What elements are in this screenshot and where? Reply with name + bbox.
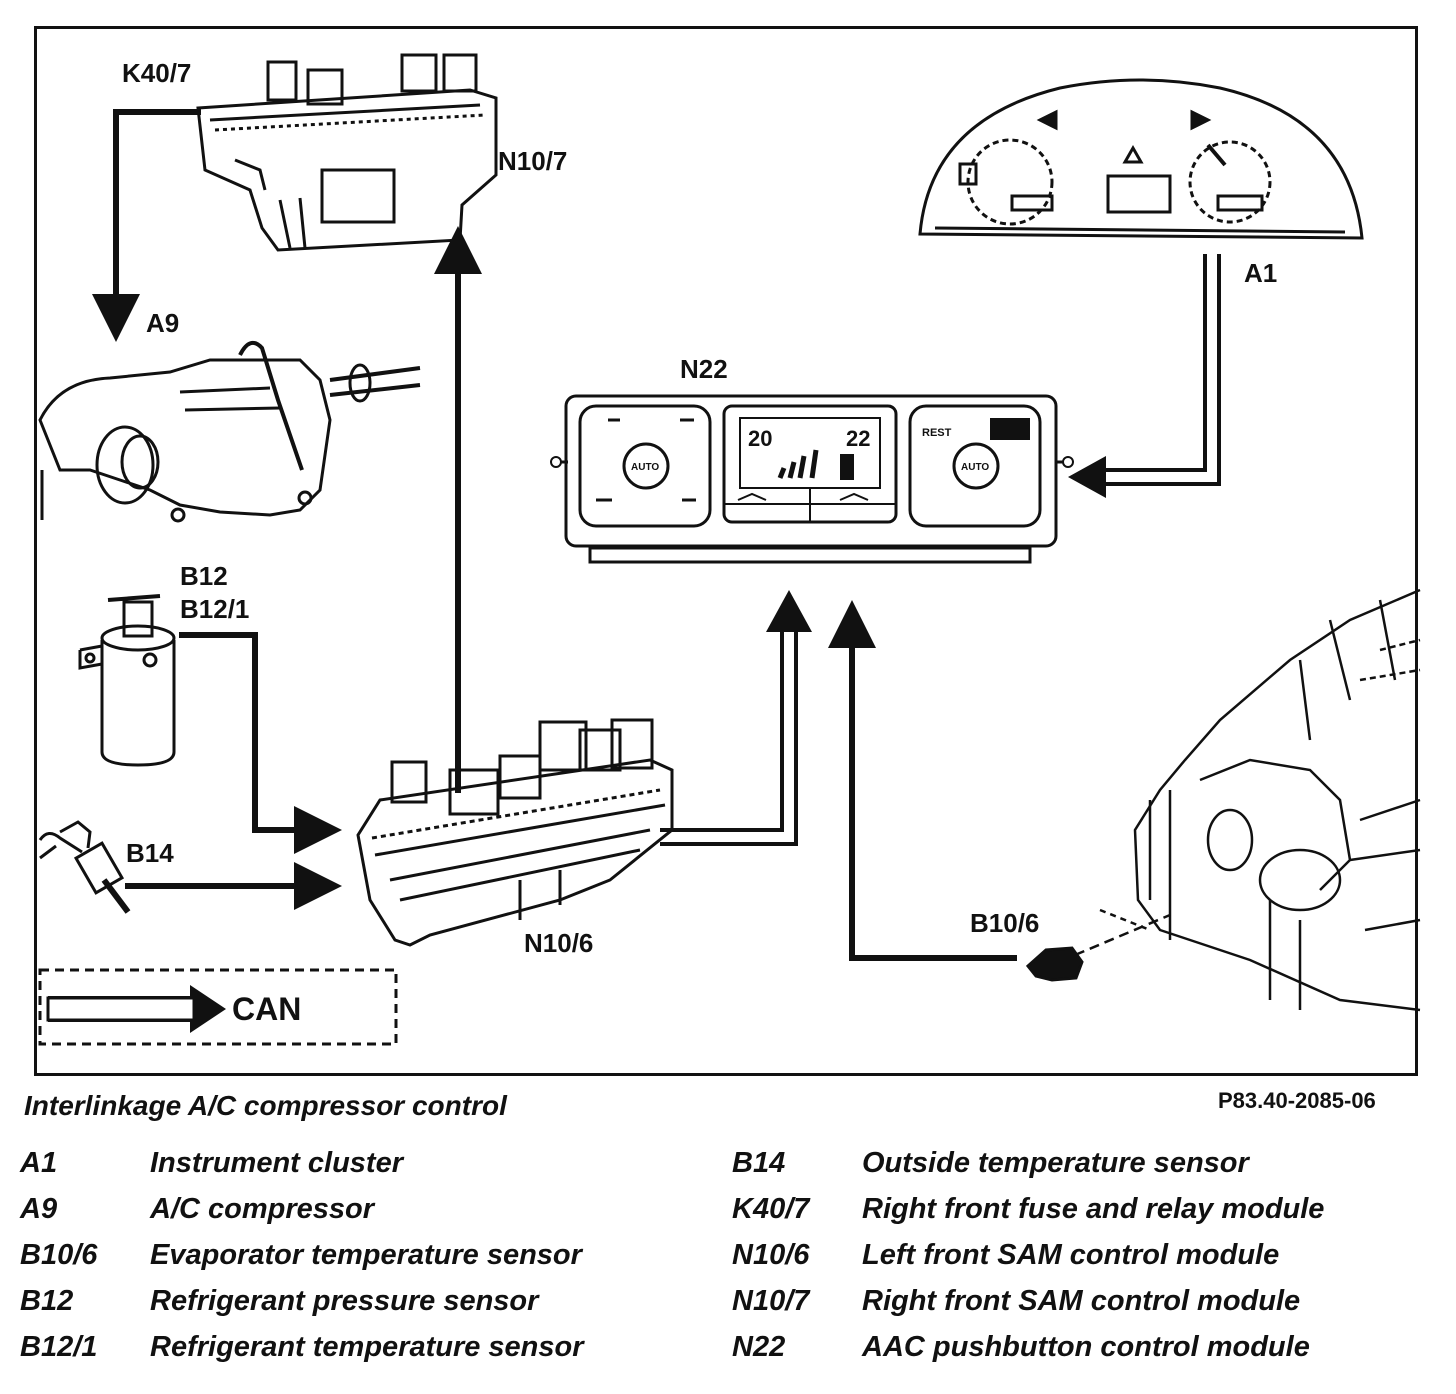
n22-auto-right: AUTO bbox=[961, 462, 989, 473]
label-b12: B12 bbox=[180, 561, 228, 591]
legend-desc: Refrigerant temperature sensor bbox=[150, 1330, 584, 1363]
legend-row: A9 A/C compressor bbox=[20, 1186, 584, 1232]
can-label: CAN bbox=[232, 991, 301, 1027]
figure-code: P83.40-2085-06 bbox=[1218, 1088, 1376, 1113]
can-a1-to-n22 bbox=[1105, 254, 1221, 486]
label-a1: A1 bbox=[1244, 258, 1277, 288]
caption-title: Interlinkage A/C compressor control bbox=[24, 1090, 507, 1121]
arrow-b12-to-n10-6 bbox=[179, 632, 342, 854]
legend-desc: Refrigerant pressure sensor bbox=[150, 1284, 539, 1317]
signal-lines bbox=[92, 109, 1017, 961]
legend-left: A1 Instrument cluster A9 A/C compressor B1… bbox=[20, 1140, 584, 1370]
legend-code: N10/6 bbox=[732, 1238, 810, 1271]
label-b10-6: B10/6 bbox=[970, 908, 1039, 938]
b10-6-sensor-illustration bbox=[1025, 946, 1084, 982]
legend-row: A1 Instrument cluster bbox=[20, 1140, 584, 1186]
n22-control-panel-illustration bbox=[550, 394, 1074, 564]
legend-code: N22 bbox=[732, 1330, 786, 1363]
can-n10-6-to-n22 bbox=[660, 630, 798, 846]
diagram-frame bbox=[34, 26, 1418, 1076]
diagram-canvas: CAN 20 22 AUTO AUTO REST K40/7 N10/7 A1 … bbox=[38, 53, 1421, 1046]
legend-row: B14 Outside temperature sensor bbox=[732, 1140, 1324, 1186]
n22-rest: REST bbox=[922, 427, 952, 439]
label-n10-7: N10/7 bbox=[498, 146, 567, 176]
legend-desc: Right front SAM control module bbox=[862, 1284, 1301, 1317]
arrow-b10-6-to-n22 bbox=[828, 600, 1017, 961]
label-b12-1: B12/1 bbox=[180, 594, 249, 624]
legend-row: K40/7 Right front fuse and relay module bbox=[732, 1186, 1324, 1232]
legend-code: A9 bbox=[20, 1192, 58, 1225]
n22-right-temp: 22 bbox=[846, 426, 870, 451]
a9-compressor-illustration bbox=[38, 340, 421, 523]
a1-instrument-cluster-illustration bbox=[918, 78, 1364, 240]
label-b14: B14 bbox=[126, 838, 174, 868]
legend-row: N10/7 Right front SAM control module bbox=[732, 1278, 1324, 1324]
n22-left-temp: 20 bbox=[748, 426, 772, 451]
legend-row: N22 AAC pushbutton control module bbox=[732, 1324, 1324, 1370]
b14-sensor-illustration bbox=[38, 820, 131, 914]
label-a9: A9 bbox=[146, 308, 179, 338]
legend-row: B12 Refrigerant pressure sensor bbox=[20, 1278, 584, 1324]
legend-row: B12/1 Refrigerant temperature sensor bbox=[20, 1324, 584, 1370]
b12-sensor-illustration bbox=[78, 594, 176, 767]
arrow-k40-7-to-a9 bbox=[92, 109, 201, 342]
legend-row: N10/6 Left front SAM control module bbox=[732, 1232, 1324, 1278]
legend-row: B10/6 Evaporator temperature sensor bbox=[20, 1232, 584, 1278]
legend-code: B12/1 bbox=[20, 1330, 98, 1363]
legend-desc: Left front SAM control module bbox=[862, 1238, 1280, 1271]
n10-7-module-illustration bbox=[196, 53, 498, 252]
legend-desc: Right front fuse and relay module bbox=[862, 1192, 1325, 1225]
can-legend-box: CAN bbox=[38, 968, 398, 1046]
label-n22: N22 bbox=[680, 354, 728, 384]
label-k40-7: K40/7 bbox=[122, 58, 191, 88]
legend-desc: Instrument cluster bbox=[150, 1146, 403, 1179]
legend-code: B10/6 bbox=[20, 1238, 98, 1271]
legend-code: B12 bbox=[20, 1284, 74, 1317]
can-lines bbox=[660, 254, 1221, 846]
label-n10-6: N10/6 bbox=[524, 928, 593, 958]
legend-code: N10/7 bbox=[732, 1284, 810, 1317]
legend-code: K40/7 bbox=[732, 1192, 810, 1225]
legend-desc: AAC pushbutton control module bbox=[862, 1330, 1310, 1363]
legend-desc: A/C compressor bbox=[150, 1192, 375, 1225]
legend-desc: Outside temperature sensor bbox=[862, 1146, 1249, 1179]
legend-desc: Evaporator temperature sensor bbox=[150, 1238, 582, 1271]
n10-6-module-illustration bbox=[356, 718, 674, 947]
engine-illustration bbox=[1074, 588, 1421, 1012]
legend-code: B14 bbox=[732, 1146, 786, 1179]
n22-auto-left: AUTO bbox=[631, 462, 659, 473]
legend-code: A1 bbox=[20, 1146, 58, 1179]
